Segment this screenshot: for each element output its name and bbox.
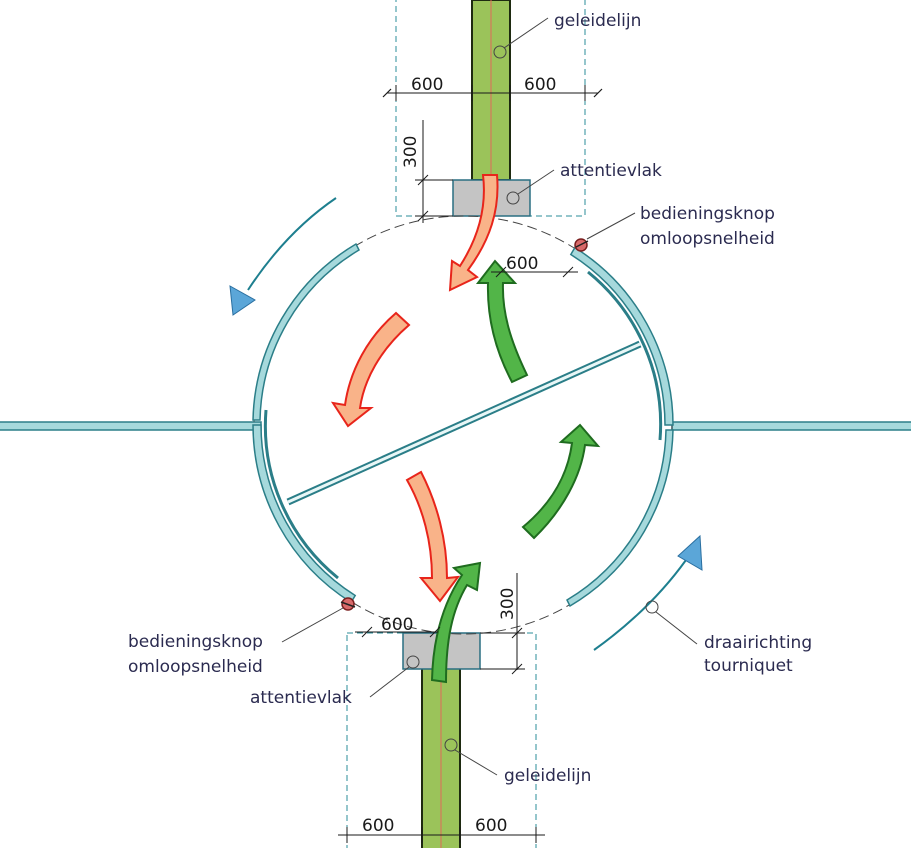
- dim-bottom-vertical: 300: [498, 588, 518, 620]
- label-rotation-1: draairichting: [704, 633, 812, 653]
- dim-bottom-left: 600: [362, 816, 394, 836]
- leader-lines: [281, 17, 698, 776]
- guide-strip-bottom: [421, 667, 461, 848]
- label-button-right-2: omloopsnelheid: [640, 229, 775, 249]
- rotation-arrow-icon: [229, 285, 256, 316]
- guide-strip-top: [471, 0, 511, 181]
- door-panel-inner-left: [263, 409, 339, 580]
- dim-bottom-right: 600: [475, 816, 507, 836]
- dimension-lines: [338, 85, 603, 843]
- drum-wall-right: [569, 246, 674, 426]
- label-guide-top: geleidelijn: [554, 11, 641, 31]
- rotation-arrow-bottom: [593, 534, 703, 651]
- control-button-left: [340, 597, 356, 611]
- label-button-right-1: bedieningsknop: [640, 204, 775, 224]
- rotating-wing-core: [287, 342, 641, 504]
- arrows-out: [330, 174, 499, 603]
- label-button-left-2: omloopsnelheid: [128, 657, 263, 677]
- control-button-right: [574, 238, 589, 252]
- drum-wall-right-lower: [566, 429, 674, 608]
- label-guide-bottom: geleidelijn: [504, 766, 591, 786]
- dim-door-top: 600: [506, 254, 538, 274]
- rotation-arrow-icon: [677, 534, 703, 571]
- drum-wall-left: [252, 424, 357, 604]
- dim-top-right: 600: [524, 75, 556, 95]
- label-rotation-2: tourniquet: [704, 656, 793, 676]
- traffic-arrow-icon: [521, 423, 601, 540]
- label-attention-bottom: attentievlak: [250, 688, 352, 708]
- traffic-arrow-icon: [405, 470, 461, 603]
- dim-top-vertical: 300: [401, 136, 421, 168]
- dim-door-bottom: 600: [381, 615, 413, 635]
- drum-wall-left-upper: [252, 242, 360, 421]
- traffic-arrow-icon: [448, 174, 499, 292]
- dim-top-left: 600: [411, 75, 443, 95]
- arrows-in: [430, 259, 601, 684]
- traffic-arrow-icon: [330, 311, 411, 428]
- rotation-arrow-top: [229, 197, 337, 316]
- label-attention-top: attentievlak: [560, 161, 662, 181]
- side-wall-right: [671, 421, 911, 431]
- door-panel-inner-right: [587, 270, 663, 441]
- traffic-arrow-icon: [475, 259, 529, 384]
- traffic-arrow-icon: [430, 561, 482, 684]
- side-wall-left: [0, 421, 262, 431]
- label-button-left-1: bedieningsknop: [128, 632, 263, 652]
